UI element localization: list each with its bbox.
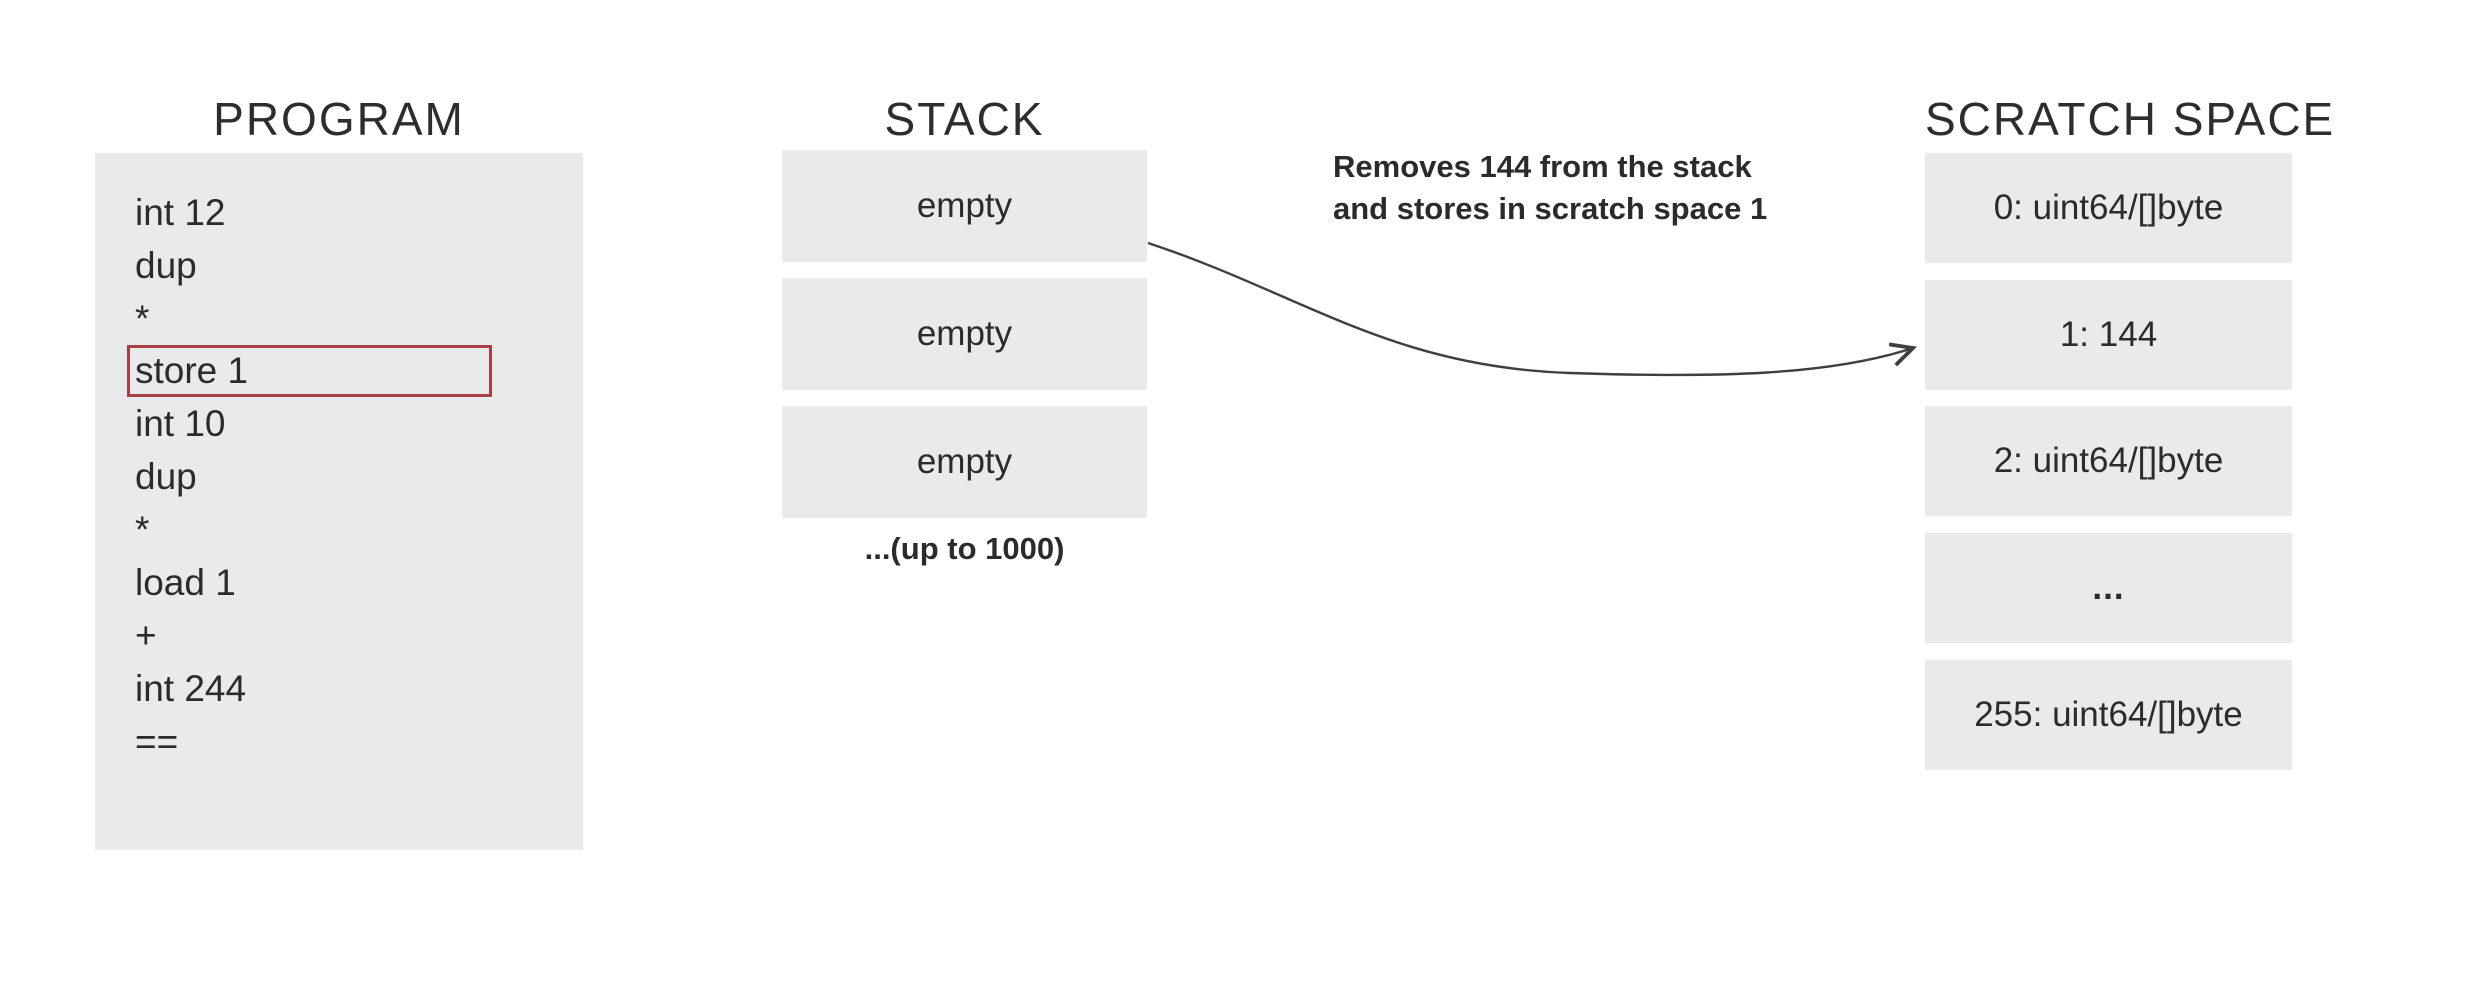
instruction-line: *	[135, 297, 150, 339]
scratch-space-title: SCRATCH SPACE	[1925, 93, 2336, 145]
stack-slot: empty	[782, 278, 1147, 390]
stack-slot: empty	[782, 406, 1147, 518]
scratch-slot: ...	[1925, 533, 2292, 643]
instruction-line: dup	[135, 244, 197, 286]
annotation-line: and stores in scratch space 1	[1333, 191, 1768, 226]
instruction-line: int 12	[135, 191, 226, 233]
instruction-line: int 244	[135, 667, 247, 709]
instruction-line: dup	[135, 455, 197, 497]
scratch-slot: 0: uint64/[]byte	[1925, 153, 2292, 263]
scratch-slot: 2: uint64/[]byte	[1925, 406, 2292, 516]
annotation-line: Removes 144 from the stack	[1333, 149, 1752, 184]
stack-slot: empty	[782, 150, 1147, 262]
instruction-line: ==	[135, 720, 179, 762]
stack-title: STACK	[884, 93, 1045, 145]
stack-capacity-note: ...(up to 1000)	[864, 531, 1065, 566]
instruction-line: int 10	[135, 402, 226, 444]
arrow-path	[1147, 241, 1918, 377]
program-title: PROGRAM	[213, 93, 465, 145]
instruction-line: load 1	[135, 561, 236, 603]
instruction-line: +	[135, 614, 157, 656]
instruction-line-highlighted: store 1	[127, 345, 492, 397]
stack-to-scratch-arrow	[1147, 241, 1918, 377]
program-box: int 12 dup * store 1 int 10 dup * load 1…	[95, 153, 583, 850]
instruction-line: *	[135, 508, 150, 550]
annotation-text: Removes 144 from the stack and stores in…	[1333, 146, 1767, 230]
scratch-slot: 1: 144	[1925, 280, 2292, 390]
scratch-slot: 255: uint64/[]byte	[1925, 660, 2292, 770]
